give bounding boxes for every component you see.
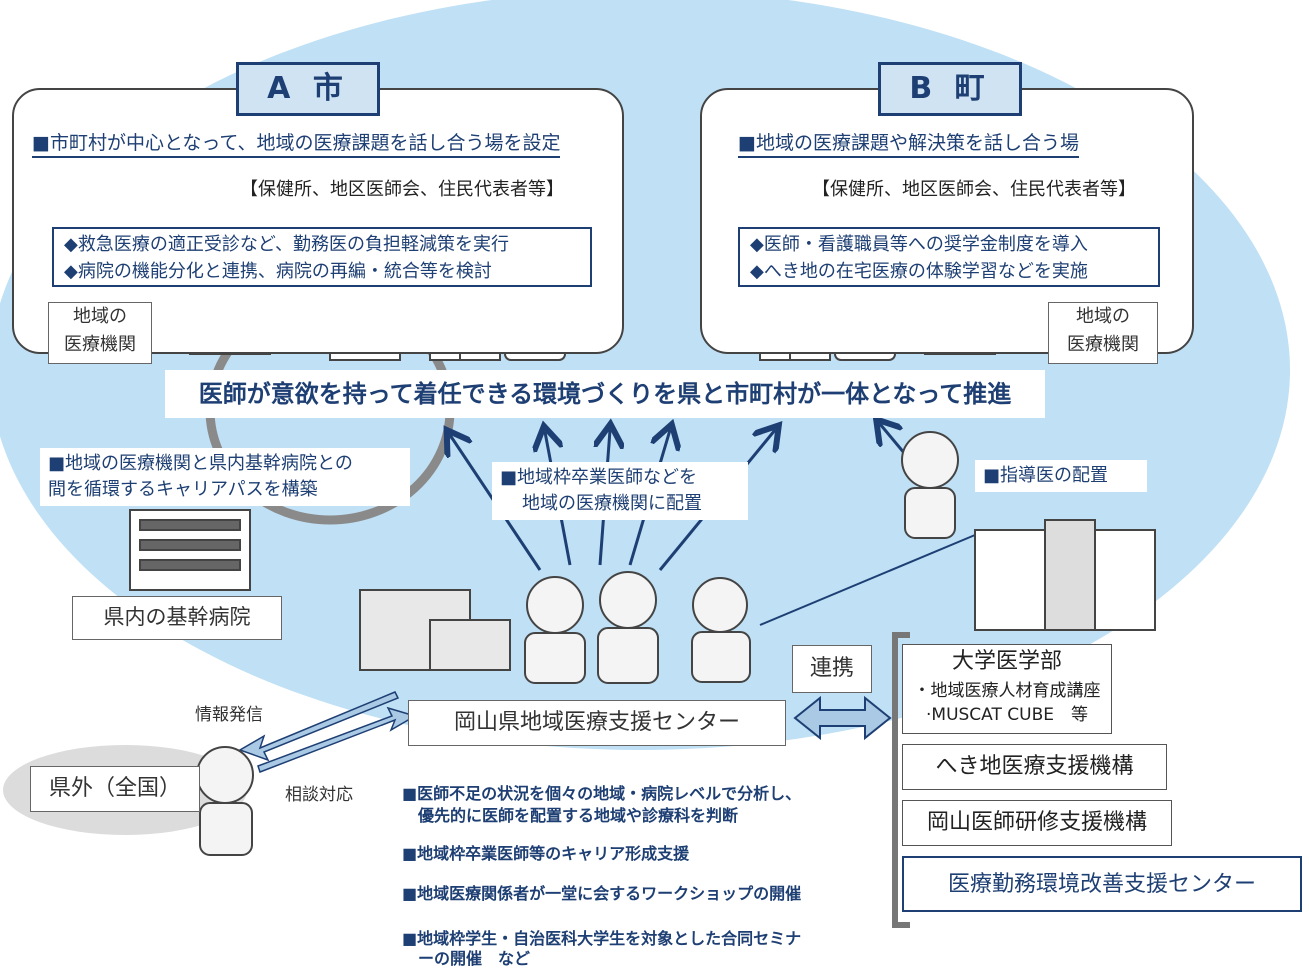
city-a-action: ◆病院の機能分化と連携、病院の再編・統合等を検討 — [64, 261, 492, 282]
main-banner: 医師が意欲を持って着任できる環境づくりを県と市町村が一体となって推進 — [165, 370, 1045, 418]
work-environment-center: 医療勤務環境改善支援センター — [902, 856, 1302, 912]
info-label: 情報発信 — [195, 705, 263, 725]
info-arrow — [238, 691, 400, 762]
city-a-actions: ◆救急医療の適正受診など、勤務医の負担軽減策を実行 ◆病院の機能分化と連携、病院… — [52, 227, 592, 287]
university-item: ·MUSCAT CUBE 等 — [926, 705, 1088, 725]
activity-item: ■地域枠学生・自治医科大学生を対象とした合同セミナ — [402, 929, 802, 948]
rural-support-org: へき地医療支援機構 — [902, 744, 1167, 790]
core-hospital-building — [129, 509, 251, 591]
city-a-heading-text: ■市町村が中心となって、地域の医療課題を話し合う場を設定 — [32, 132, 561, 158]
link-double-arrow — [793, 695, 892, 741]
city-a-heading: ■市町村が中心となって、地域の医療課題を話し合う場を設定 — [32, 128, 561, 158]
city-a-facility-label: 地域の 医療機関 — [48, 302, 152, 364]
town-b-tag: B 町 — [878, 62, 1022, 116]
university-box: 大学医学部 ・地域医療人材育成講座 ·MUSCAT CUBE 等 — [902, 644, 1112, 734]
university-building — [974, 519, 1156, 631]
university-item: ・地域医療人材育成講座 — [913, 681, 1101, 701]
note-line: ■地域の医療機関と県内基幹病院との — [48, 453, 353, 474]
note-line: 地域の医療機関に配置 — [522, 493, 702, 514]
activity-item: ■地域枠卒業医師等のキャリア形成支援 — [402, 844, 690, 863]
town-b-heading: ■地域の医療課題や解決策を話し合う場 — [738, 128, 1079, 158]
facility-label-line: 医療機関 — [64, 334, 136, 355]
note-line: ■地域枠卒業医師などを — [500, 467, 698, 488]
support-center-label: 岡山県地域医療支援センター — [408, 700, 786, 746]
town-b-action: ◆へき地の在宅医療の体験学習などを実施 — [750, 261, 1088, 282]
town-b-heading-text: ■地域の医療課題や解決策を話し合う場 — [738, 132, 1079, 158]
activity-item: ■医師不足の状況を個々の地域・病院レベルで分析し、 — [402, 784, 802, 803]
renkei-label: 連携 — [792, 645, 872, 693]
org-bracket — [892, 632, 910, 928]
training-support-org: 岡山医師研修支援機構 — [902, 800, 1172, 846]
instructor-note: ■指導医の配置 — [975, 460, 1147, 492]
note-line: 間を循環するキャリアパスを構築 — [48, 479, 318, 500]
city-a-members: 【保健所、地区医師会、住民代表者等】 — [240, 179, 564, 200]
university-title: 大学医学部 — [951, 649, 1062, 674]
core-hospital-label: 県内の基幹病院 — [72, 596, 282, 640]
activity-item: ーの開催 など — [402, 949, 531, 968]
town-b-action: ◆医師・看護職員等への奨学金制度を導入 — [750, 234, 1088, 255]
career-path-note: ■地域の医療機関と県内基幹病院との 間を循環するキャリアパスを構築 — [40, 448, 410, 506]
placement-note: ■地域枠卒業医師などを 地域の医療機関に配置 — [492, 462, 748, 520]
consult-arrow — [257, 706, 417, 773]
city-a-tag: A 市 — [236, 62, 380, 116]
facility-label-line: 地域の — [73, 306, 127, 327]
doctors-icon — [524, 571, 751, 684]
town-b-actions: ◆医師・看護職員等への奨学金制度を導入 ◆へき地の在宅医療の体験学習などを実施 — [738, 227, 1160, 287]
activity-item: ■地域医療関係者が一堂に会するワークショップの開催 — [402, 884, 802, 903]
instructor-doctor-icon — [901, 431, 959, 539]
consult-label: 相談対応 — [285, 785, 353, 805]
facility-label-line: 地域の — [1076, 306, 1130, 327]
activity-item: 優先的に医師を配置する地域や診療科を判断 — [402, 806, 739, 825]
facility-label-line: 医療機関 — [1067, 334, 1139, 355]
town-b-facility-label: 地域の 医療機関 — [1048, 302, 1158, 364]
outside-doctor-icon — [196, 746, 254, 856]
outside-label: 県外（全国） — [30, 766, 200, 812]
city-a-action: ◆救急医療の適正受診など、勤務医の負担軽減策を実行 — [64, 234, 509, 255]
center-building — [359, 589, 511, 671]
town-b-members: 【保健所、地区医師会、住民代表者等】 — [812, 179, 1136, 200]
